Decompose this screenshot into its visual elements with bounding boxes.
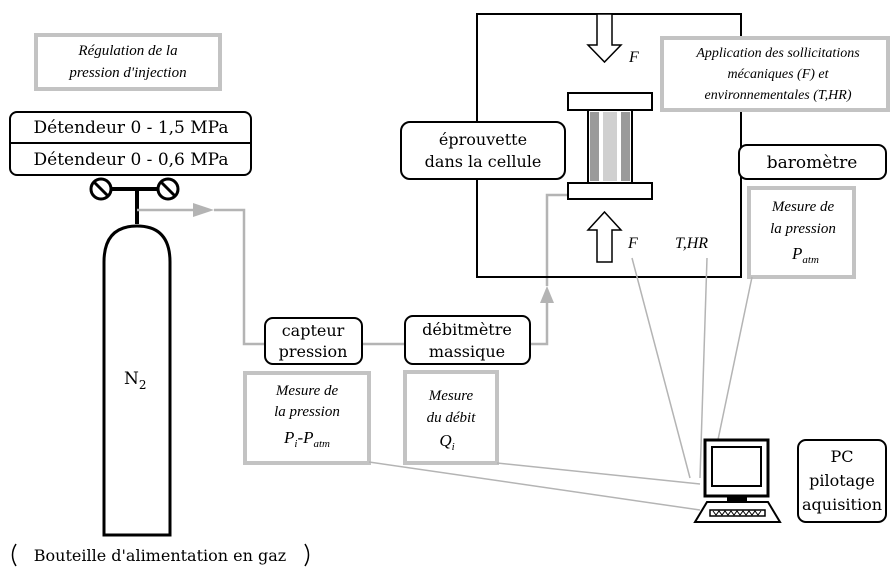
pi-minus-patm-formula: Pi-Patm <box>283 428 330 450</box>
flow-arrow-icon <box>193 203 214 217</box>
svg-text:aquisition: aquisition <box>802 495 882 514</box>
detendeur-low-label: Détendeur 0 - 0,6 MPa <box>34 150 229 170</box>
svg-text:Application des sollicitations: Application des sollicitations <box>695 46 860 61</box>
svg-text:pilotage: pilotage <box>809 471 875 490</box>
flow-arrow-icon <box>540 286 554 303</box>
pc-label: PC pilotage aquisition <box>797 439 887 523</box>
force-label-top: F <box>628 49 639 66</box>
gas-label: N2 <box>124 369 147 392</box>
sollicitations-note: Application des sollicitations mécanique… <box>660 36 890 112</box>
lower-platen <box>567 182 653 200</box>
debitmetre-massique: débitmètre massique <box>404 315 531 365</box>
svg-text:Mesure de: Mesure de <box>771 199 835 215</box>
patm-formula: Patm <box>791 244 819 266</box>
detendeur-stack: Détendeur 0 - 1,5 MPa Détendeur 0 - 0,6 … <box>9 111 252 176</box>
svg-text:environnementales (T,HR): environnementales (T,HR) <box>705 88 852 103</box>
force-arrow-down-icon <box>586 13 623 64</box>
debitmetre-line2: massique <box>429 342 505 361</box>
specimen <box>590 112 599 181</box>
svg-text:Mesure: Mesure <box>428 388 474 404</box>
valve-knob-icon[interactable] <box>89 177 113 201</box>
svg-text:la pression: la pression <box>274 404 340 420</box>
capteur-line1: capteur <box>282 321 345 340</box>
svg-text:du débit: du débit <box>427 410 477 426</box>
bottle-caption: Bouteille d'alimentation en gaz <box>11 543 310 567</box>
svg-text:baromètre: baromètre <box>767 153 858 173</box>
bottle-caption-text: Bouteille d'alimentation en gaz <box>34 546 286 565</box>
temperature-humidity-label: T,HR <box>675 235 708 252</box>
force-label-bottom: F <box>627 235 638 252</box>
svg-text:PC: PC <box>830 447 853 466</box>
debitmetre-line1: débitmètre <box>422 320 512 339</box>
regulation-note-line1: Régulation de la <box>77 43 177 59</box>
barometre-label: baromètre <box>738 144 887 180</box>
mesure-patm-note: Mesure de la pression Patm <box>747 186 856 279</box>
computer-icon[interactable] <box>693 438 782 523</box>
svg-text:la pression: la pression <box>770 221 836 237</box>
upper-platen <box>567 92 653 111</box>
capteur-line2: pression <box>279 342 348 361</box>
force-arrow-up-icon <box>586 210 623 263</box>
valve-knob-icon[interactable] <box>156 177 180 201</box>
capteur-pression: capteur pression <box>264 317 363 365</box>
regulation-note: Régulation de la pression d'injection <box>34 33 222 91</box>
qi-formula: Qi <box>439 431 454 453</box>
detendeur-high-label: Détendeur 0 - 1,5 MPa <box>34 118 229 138</box>
specimen-assembly <box>567 92 653 200</box>
svg-text:Mesure de: Mesure de <box>275 383 339 399</box>
svg-text:dans la cellule: dans la cellule <box>425 152 542 171</box>
eprouvette-label: éprouvette dans la cellule <box>400 121 566 180</box>
valve-assembly <box>89 177 180 224</box>
svg-text:mécaniques (F) et: mécaniques (F) et <box>727 67 829 82</box>
mesure-debit-note: Mesure du débit Qi <box>403 370 499 465</box>
regulation-note-line2: pression d'injection <box>68 65 186 81</box>
gas-bottle: N2 <box>102 224 172 537</box>
mesure-pression-diff-note: Mesure de la pression Pi-Patm <box>243 371 371 465</box>
svg-text:éprouvette: éprouvette <box>439 130 527 149</box>
gas-line <box>137 193 575 346</box>
